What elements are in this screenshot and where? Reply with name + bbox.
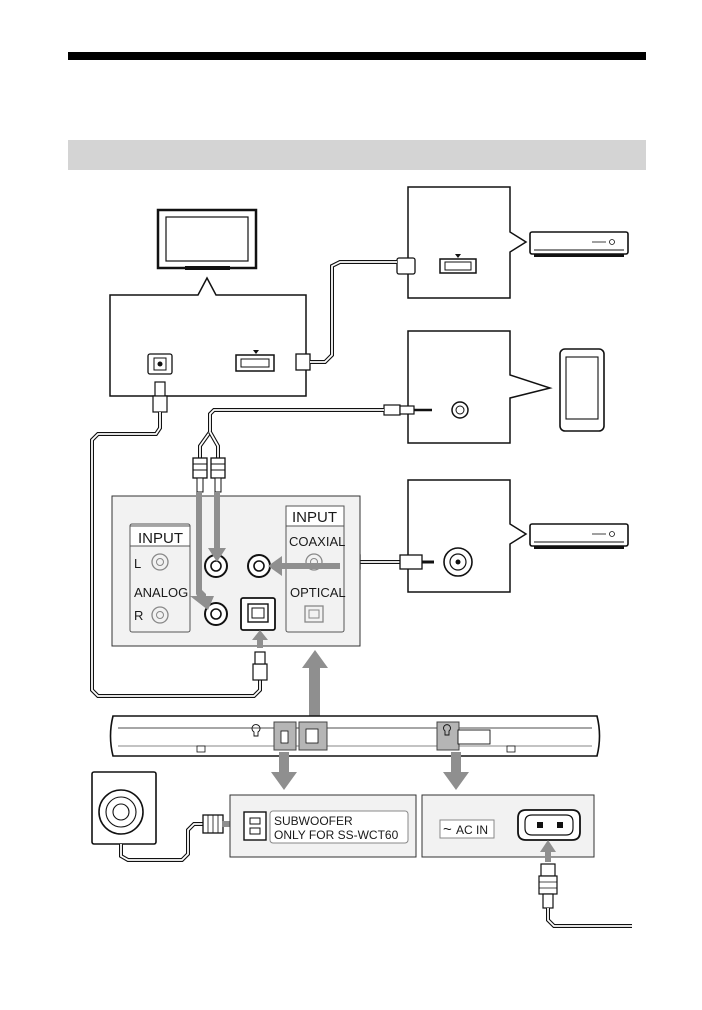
ac-inlet [518, 810, 580, 840]
input-panel: INPUT L ANALOG R INPUT COAXIAL OPTICAL [112, 496, 360, 646]
input-analog-label: INPUT [138, 530, 183, 547]
hdmi-cable [310, 262, 397, 362]
tv-hdmi-plug [296, 354, 310, 370]
subwoofer-panel: SUBWOOFER ONLY FOR SS-WCT60 [230, 795, 416, 857]
header-bar [68, 52, 646, 60]
tv-rear-panel [110, 278, 310, 396]
optical-label: OPTICAL [290, 585, 346, 600]
sound-bar [111, 716, 600, 756]
subwoofer-icon [92, 772, 156, 844]
analog-label: ANALOG [134, 585, 188, 600]
input-digital-label: INPUT [292, 509, 337, 526]
blu-ray-player-icon [530, 232, 628, 257]
portable-audio-panel [408, 331, 550, 443]
tv-optical-port [148, 354, 172, 374]
stereo-mini-cable [200, 405, 432, 458]
coaxial-label: COAXIAL [289, 534, 345, 549]
channel-l-label: L [134, 556, 141, 571]
rca-plugs [193, 458, 225, 492]
subwoofer-model-label: ONLY FOR SS-WCT60 [274, 828, 399, 842]
ac-symbol: ~ [443, 821, 452, 838]
ac-in-panel: ~ AC IN [422, 795, 594, 857]
tv-icon [158, 210, 256, 270]
ac-in-label: AC IN [456, 823, 488, 837]
section-band [68, 140, 646, 170]
channel-r-label: R [134, 608, 143, 623]
arrows-down [271, 752, 469, 790]
player-hdmi-panel [397, 187, 526, 298]
subwoofer-label: SUBWOOFER [274, 814, 353, 828]
arrow-up-to-panel [302, 650, 328, 726]
player-coaxial-panel [408, 480, 526, 592]
dvd-player-icon [530, 524, 628, 549]
portable-device-icon [560, 349, 604, 431]
